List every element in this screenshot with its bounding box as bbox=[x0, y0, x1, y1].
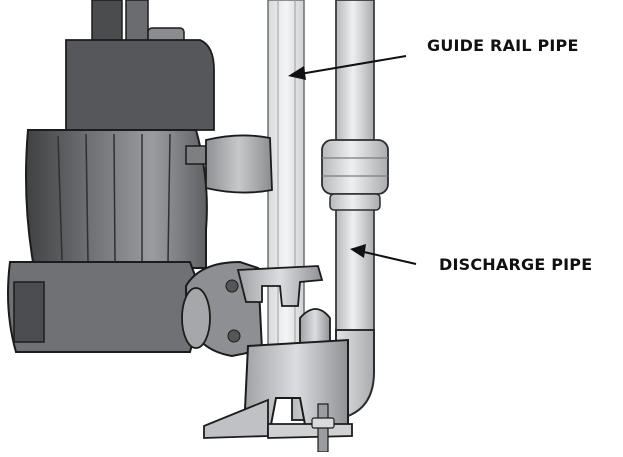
discharge-pipe-label: DISCHARGE PIPE bbox=[439, 255, 593, 274]
guide-rail-arrow bbox=[288, 55, 407, 80]
discharge-pipe bbox=[291, 0, 389, 421]
rail-bracket bbox=[236, 265, 324, 307]
base-elbow bbox=[203, 308, 353, 453]
float-switch bbox=[185, 134, 273, 194]
arrow-left-icon bbox=[288, 66, 306, 80]
discharge-arrow bbox=[350, 244, 417, 265]
arrow-left-icon bbox=[350, 244, 366, 258]
guide-rail-pipe-label: GUIDE RAIL PIPE bbox=[427, 36, 579, 55]
pump-motor bbox=[7, 0, 264, 358]
